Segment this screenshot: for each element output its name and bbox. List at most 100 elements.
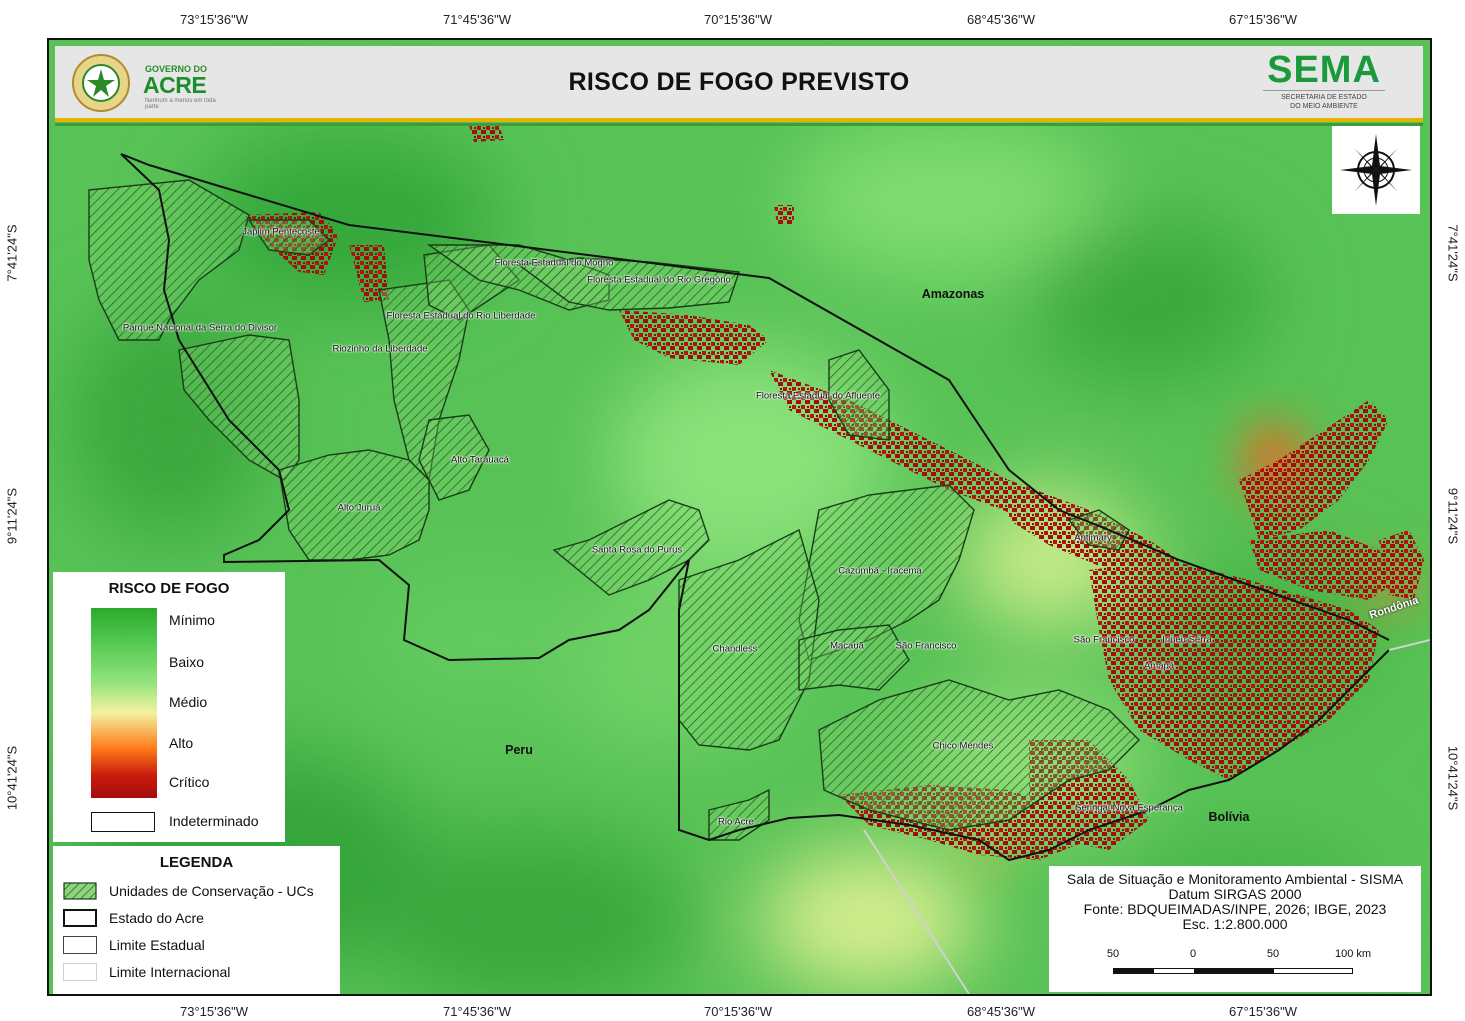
info-datum: Datum SIRGAS 2000 (1168, 886, 1302, 902)
place-label-sao-francisco-1: São Francisco (895, 640, 957, 652)
legend-text-estado: Estado do Acre (109, 910, 204, 926)
acre-coat-of-arms-icon (72, 54, 130, 112)
lon-label-top-2: 71°45'36"W (443, 12, 511, 27)
scale-seg-1 (1114, 969, 1154, 973)
gov-motto: Nenhum a menos em toda parte (145, 98, 216, 110)
lat-label-left-3: 10°41'24"S (4, 745, 20, 811)
place-label-riozinho: Riozinho da Liberdade (332, 343, 428, 355)
uc-japiim-pentecoste (247, 219, 331, 256)
risk-legend-title: RISCO DE FOGO (108, 580, 230, 597)
place-label-sao-francisco-2: São Francisco (1073, 634, 1135, 646)
lat-label-right-2: 9°11'24"S (1445, 487, 1461, 545)
place-label-chico-mendes: Chico Mendes (932, 740, 994, 752)
lon-label-top-3: 70°15'36"W (704, 12, 772, 27)
scale-seg-2 (1154, 969, 1194, 973)
place-label-jurua: Alto Juruá (337, 502, 381, 514)
place-label-divisor: Parque Nacional da Serra do Divisor (122, 322, 278, 334)
state-boundary-west (120, 153, 1390, 862)
lon-label-bottom-4: 68°45'36"W (967, 1004, 1035, 1019)
info-scale: Esc. 1:2.800.000 (1182, 916, 1288, 932)
scale-label-50: 50 (1266, 948, 1280, 960)
state-swatch (63, 909, 97, 927)
header-green-line (55, 123, 1423, 126)
scale-label-100km: 100 km (1334, 948, 1372, 960)
lon-label-bottom-2: 71°45'36"W (443, 1004, 511, 1019)
risk-label-baixo: Baixo (169, 654, 205, 670)
legend-title: LEGENDA (159, 854, 234, 871)
scale-label-0: 0 (1189, 948, 1197, 960)
risk-label-alto: Alto (169, 735, 194, 751)
hatch-swatch-icon (63, 882, 97, 900)
uc-afluente (828, 349, 890, 441)
map-header: GOVERNO DO ACRE Nenhum a menos em toda p… (55, 46, 1423, 126)
region-label-peru: Peru (505, 743, 533, 757)
source-info-box: Sala de Situação e Monitoramento Ambient… (1049, 866, 1421, 992)
scale-seg-4 (1274, 969, 1352, 973)
uc-macaua (798, 624, 910, 691)
place-label-gregorio: Floresta Estadual do Rio Gregório (587, 274, 731, 286)
place-label-afluente: Floresta Estadual do Afluente (755, 390, 881, 402)
sema-subtitle-line1: SECRETARIA DE ESTADO (1281, 94, 1367, 101)
place-label-antimary: Antimary (1074, 532, 1112, 544)
indeterminate-swatch (91, 812, 155, 832)
lat-label-left-1: 7°41'24"S (4, 224, 20, 282)
place-label-japiim: Japiim Pentecoste (242, 226, 320, 238)
compass-rose-icon (1340, 134, 1412, 206)
place-label-seringal: Seringal Nova Esperança (1075, 802, 1183, 814)
scale-label-50-left: 50 (1106, 948, 1120, 960)
lon-label-bottom-3: 70°15'36"W (704, 1004, 772, 1019)
place-label-macaua: Macauã (830, 640, 864, 652)
gov-small-text: GOVERNO DO (145, 64, 208, 74)
place-label-purus: Santa Rosa do Purus (591, 544, 683, 556)
region-label-amazonas: Amazonas (921, 287, 985, 301)
risk-label-medio: Médio (169, 694, 208, 710)
lon-label-bottom-5: 67°15'36"W (1229, 1004, 1297, 1019)
scale-seg-3 (1194, 969, 1274, 973)
uc-alto-jurua (278, 449, 430, 561)
sema-subtitle-line2: DO MEIO AMBIENTE (1290, 103, 1358, 110)
risk-label-critico: Crítico (169, 774, 210, 790)
state-limit-swatch (63, 936, 97, 954)
map-legend: LEGENDA Unidades de Conservação - UCs Es… (53, 846, 340, 994)
international-limit-swatch (63, 963, 97, 981)
uc-rio-gregorio (517, 257, 740, 311)
place-label-rio-acre: Rio Acre (718, 816, 754, 828)
map-frame: GOVERNO DO ACRE Nenhum a menos em toda p… (47, 38, 1432, 996)
uc-alto-tarauaca (418, 414, 490, 501)
sema-logo: SEMA SECRETARIA DE ESTADO DO MEIO AMBIEN… (1249, 50, 1399, 114)
lat-label-right-1: 7°41'24"S (1445, 224, 1461, 282)
place-label-mogno: Floresta Estadual do Mogno (494, 257, 614, 269)
uc-chico-mendes (818, 679, 1140, 831)
lon-label-bottom-1: 73°15'36"W (180, 1004, 248, 1019)
lon-label-top-1: 73°15'36"W (180, 12, 248, 27)
place-label-liberdade: Floresta Estadual do Rio Liberdade (386, 310, 536, 322)
scale-bar (1113, 968, 1353, 974)
legend-text-limite-internacional: Limite Internacional (109, 964, 231, 980)
risk-label-minimo: Mínimo (169, 612, 215, 628)
legend-text-ucs: Unidades de Conservação - UCs (109, 883, 314, 899)
lon-label-top-4: 68°45'36"W (967, 12, 1035, 27)
place-label-amapa: Amapá (1143, 660, 1175, 672)
info-source: Fonte: BDQUEIMADAS/INPE, 2026; IBGE, 202… (1083, 901, 1387, 917)
gov-acre-text: ACRE (143, 72, 207, 98)
risk-color-ramp (91, 608, 157, 798)
sema-name: SEMA (1267, 49, 1381, 91)
north-arrow (1332, 126, 1420, 214)
risk-label-indeterminado: Indeterminado (169, 813, 259, 829)
international-limit-east (1388, 639, 1430, 651)
map-title: RISCO DE FOGO PREVISTO (568, 68, 910, 96)
info-sisma: Sala de Situação e Monitoramento Ambient… (1066, 871, 1404, 887)
place-label-chandless: Chandless (712, 643, 758, 655)
legend-text-limite-estadual: Limite Estadual (109, 937, 205, 953)
place-label-cazumba: Cazumbá - Iracema (838, 565, 922, 577)
conservation-units (88, 179, 1140, 841)
lat-label-left-2: 9°11'24"S (4, 487, 20, 545)
lon-label-top-5: 67°15'36"W (1229, 12, 1297, 27)
sema-subtitle: SECRETARIA DE ESTADO DO MEIO AMBIENTE (1263, 90, 1385, 111)
place-label-tarauaca: Alto Tarauacá (451, 454, 509, 466)
international-limit (863, 829, 970, 994)
risk-legend: RISCO DE FOGO Mínimo Baixo Médio Alto Cr… (53, 572, 285, 842)
uc-santa-rosa-purus (552, 499, 710, 596)
government-logo: GOVERNO DO ACRE Nenhum a menos em toda p… (69, 52, 219, 114)
state-boundary (120, 153, 1390, 641)
